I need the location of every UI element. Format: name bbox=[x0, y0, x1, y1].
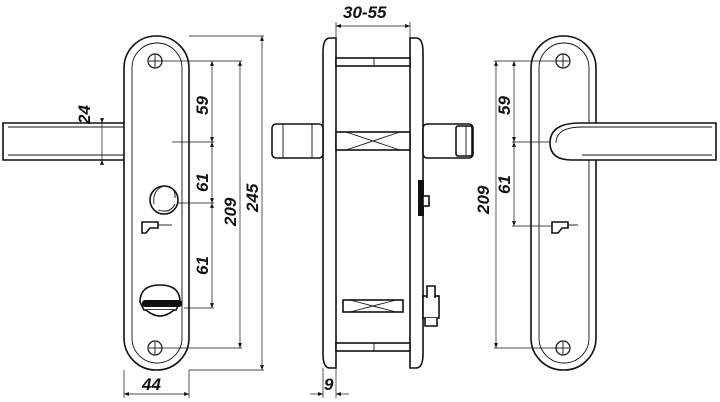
dim-handle-diameter: 24 bbox=[75, 105, 104, 165]
dim-front-chain: 59 61 61 bbox=[193, 61, 214, 308]
back-handle-lever bbox=[549, 122, 717, 161]
side-left-handle bbox=[271, 123, 324, 159]
back-release-slot-icon bbox=[551, 221, 578, 234]
side-upper-spindle bbox=[335, 131, 411, 151]
side-lock-detail bbox=[418, 180, 430, 216]
dim-label-24: 24 bbox=[75, 105, 94, 125]
dim-label-61-front-middle: 61 bbox=[193, 173, 212, 192]
front-view: 24 59 61 61 209 245 bbox=[2, 35, 264, 398]
front-thumbturn-icon bbox=[149, 185, 179, 215]
dim-label-61-back: 61 bbox=[495, 175, 514, 194]
front-screw-hole-bottom bbox=[147, 340, 163, 356]
dim-door-thickness: 30-55 bbox=[335, 3, 411, 40]
front-screw-hole-top bbox=[147, 53, 163, 69]
dim-front-total-height: 245 bbox=[243, 36, 264, 370]
dim-front-hole-distance: 209 bbox=[221, 61, 242, 348]
back-screw-hole-top bbox=[555, 53, 571, 69]
dim-label-61-front-lower: 61 bbox=[193, 256, 212, 275]
dim-label-59-front: 59 bbox=[193, 96, 212, 115]
dim-label-30-55: 30-55 bbox=[343, 3, 387, 22]
side-bathroom-knob-icon bbox=[422, 285, 440, 327]
side-right-handle bbox=[422, 123, 474, 159]
side-top-screw bbox=[335, 57, 411, 67]
side-right-plate bbox=[409, 37, 424, 369]
back-view: 59 61 209 bbox=[474, 35, 717, 371]
back-screw-hole-bottom bbox=[555, 340, 571, 356]
dim-back-chain: 59 61 bbox=[495, 61, 516, 226]
side-left-plate bbox=[322, 37, 337, 369]
side-lower-spindle bbox=[342, 299, 404, 313]
dim-label-209-front: 209 bbox=[221, 197, 240, 227]
side-bottom-screw bbox=[335, 342, 411, 352]
dim-back-hole-distance: 209 bbox=[474, 61, 498, 348]
dim-label-44: 44 bbox=[141, 375, 161, 394]
side-view: 30-55 bbox=[271, 3, 474, 398]
dim-label-245: 245 bbox=[243, 183, 262, 213]
dim-label-9: 9 bbox=[324, 375, 334, 394]
dim-plate-thickness: 9 bbox=[310, 368, 349, 398]
front-bathroom-knob-icon bbox=[139, 284, 182, 317]
dim-plate-width: 44 bbox=[123, 370, 190, 398]
back-escutcheon-plate bbox=[530, 35, 597, 371]
dim-label-59-back: 59 bbox=[495, 96, 514, 115]
dim-label-209-back: 209 bbox=[474, 185, 493, 215]
front-release-indicator-icon bbox=[141, 221, 172, 234]
